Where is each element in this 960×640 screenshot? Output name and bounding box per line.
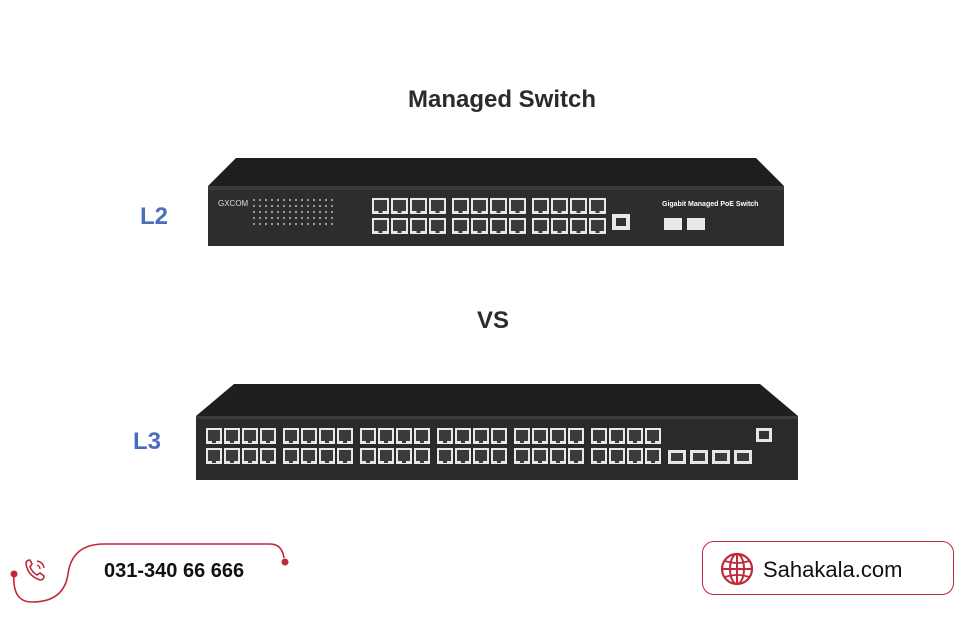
status-led <box>277 211 279 213</box>
status-led <box>283 199 285 201</box>
l2-switch-image: GXCOM Gigabit Managed PoE Switch <box>208 158 784 246</box>
status-led <box>295 217 297 219</box>
status-led <box>295 199 297 201</box>
status-led <box>289 223 291 225</box>
l3-rj45-ports <box>206 428 661 464</box>
status-led <box>331 211 333 213</box>
status-led <box>307 217 309 219</box>
status-led <box>319 217 321 219</box>
status-led <box>325 223 327 225</box>
l2-led-indicators <box>253 199 333 225</box>
status-led <box>325 211 327 213</box>
status-led <box>319 199 321 201</box>
status-led <box>313 199 315 201</box>
status-led <box>313 223 315 225</box>
status-led <box>301 211 303 213</box>
status-led <box>325 199 327 201</box>
status-led <box>289 199 291 201</box>
phone-badge <box>10 543 289 603</box>
status-led <box>265 205 267 207</box>
status-led <box>289 217 291 219</box>
status-led <box>307 205 309 207</box>
status-led <box>325 217 327 219</box>
status-led <box>265 211 267 213</box>
status-led <box>265 217 267 219</box>
status-led <box>313 205 315 207</box>
status-led <box>319 205 321 207</box>
status-led <box>307 211 309 213</box>
status-led <box>307 199 309 201</box>
status-led <box>331 223 333 225</box>
website-badge[interactable] <box>702 541 954 595</box>
status-led <box>259 217 261 219</box>
status-led <box>253 199 255 201</box>
status-led <box>301 223 303 225</box>
status-led <box>271 205 273 207</box>
l2-model-text: Gigabit Managed PoE Switch <box>662 201 758 208</box>
l3-switch-image <box>196 384 798 480</box>
status-led <box>301 217 303 219</box>
status-led <box>277 199 279 201</box>
status-led <box>283 217 285 219</box>
l2-rj45-ports <box>372 198 606 234</box>
status-led <box>289 205 291 207</box>
vs-label: VS <box>476 307 509 334</box>
status-led <box>331 205 333 207</box>
l3-sfp-ports <box>668 450 752 464</box>
l2-brand-text: GXCOM <box>218 199 249 208</box>
status-led <box>319 211 321 213</box>
status-led <box>253 217 255 219</box>
status-led <box>265 223 267 225</box>
status-led <box>271 217 273 219</box>
status-led <box>301 205 303 207</box>
status-led <box>319 223 321 225</box>
status-led <box>253 205 255 207</box>
status-led <box>295 211 297 213</box>
status-led <box>277 217 279 219</box>
status-led <box>283 211 285 213</box>
status-led <box>271 211 273 213</box>
status-led <box>271 199 273 201</box>
status-led <box>313 211 315 213</box>
l2-label: L2 <box>140 203 169 230</box>
status-led <box>283 223 285 225</box>
status-led <box>289 211 291 213</box>
status-led <box>313 217 315 219</box>
phone-icon <box>25 559 45 581</box>
page-title: Managed Switch <box>407 86 597 113</box>
status-led <box>325 205 327 207</box>
status-led <box>271 223 273 225</box>
status-led <box>259 199 261 201</box>
status-led <box>259 205 261 207</box>
globe-icon <box>720 552 754 586</box>
status-led <box>331 217 333 219</box>
phone-number[interactable]: 031-340 66 666 <box>104 560 245 582</box>
status-led <box>265 199 267 201</box>
l2-sfp-port-1 <box>664 218 682 230</box>
status-led <box>283 205 285 207</box>
status-led <box>307 223 309 225</box>
status-led <box>253 223 255 225</box>
status-led <box>295 205 297 207</box>
status-led <box>301 199 303 201</box>
status-led <box>259 211 261 213</box>
website-url[interactable]: Sahakala.com <box>763 557 903 582</box>
status-led <box>331 199 333 201</box>
status-led <box>253 211 255 213</box>
status-led <box>277 205 279 207</box>
l2-sfp-port-2 <box>687 218 705 230</box>
status-led <box>277 223 279 225</box>
status-led <box>295 223 297 225</box>
status-led <box>259 223 261 225</box>
l3-label: L3 <box>133 428 162 455</box>
